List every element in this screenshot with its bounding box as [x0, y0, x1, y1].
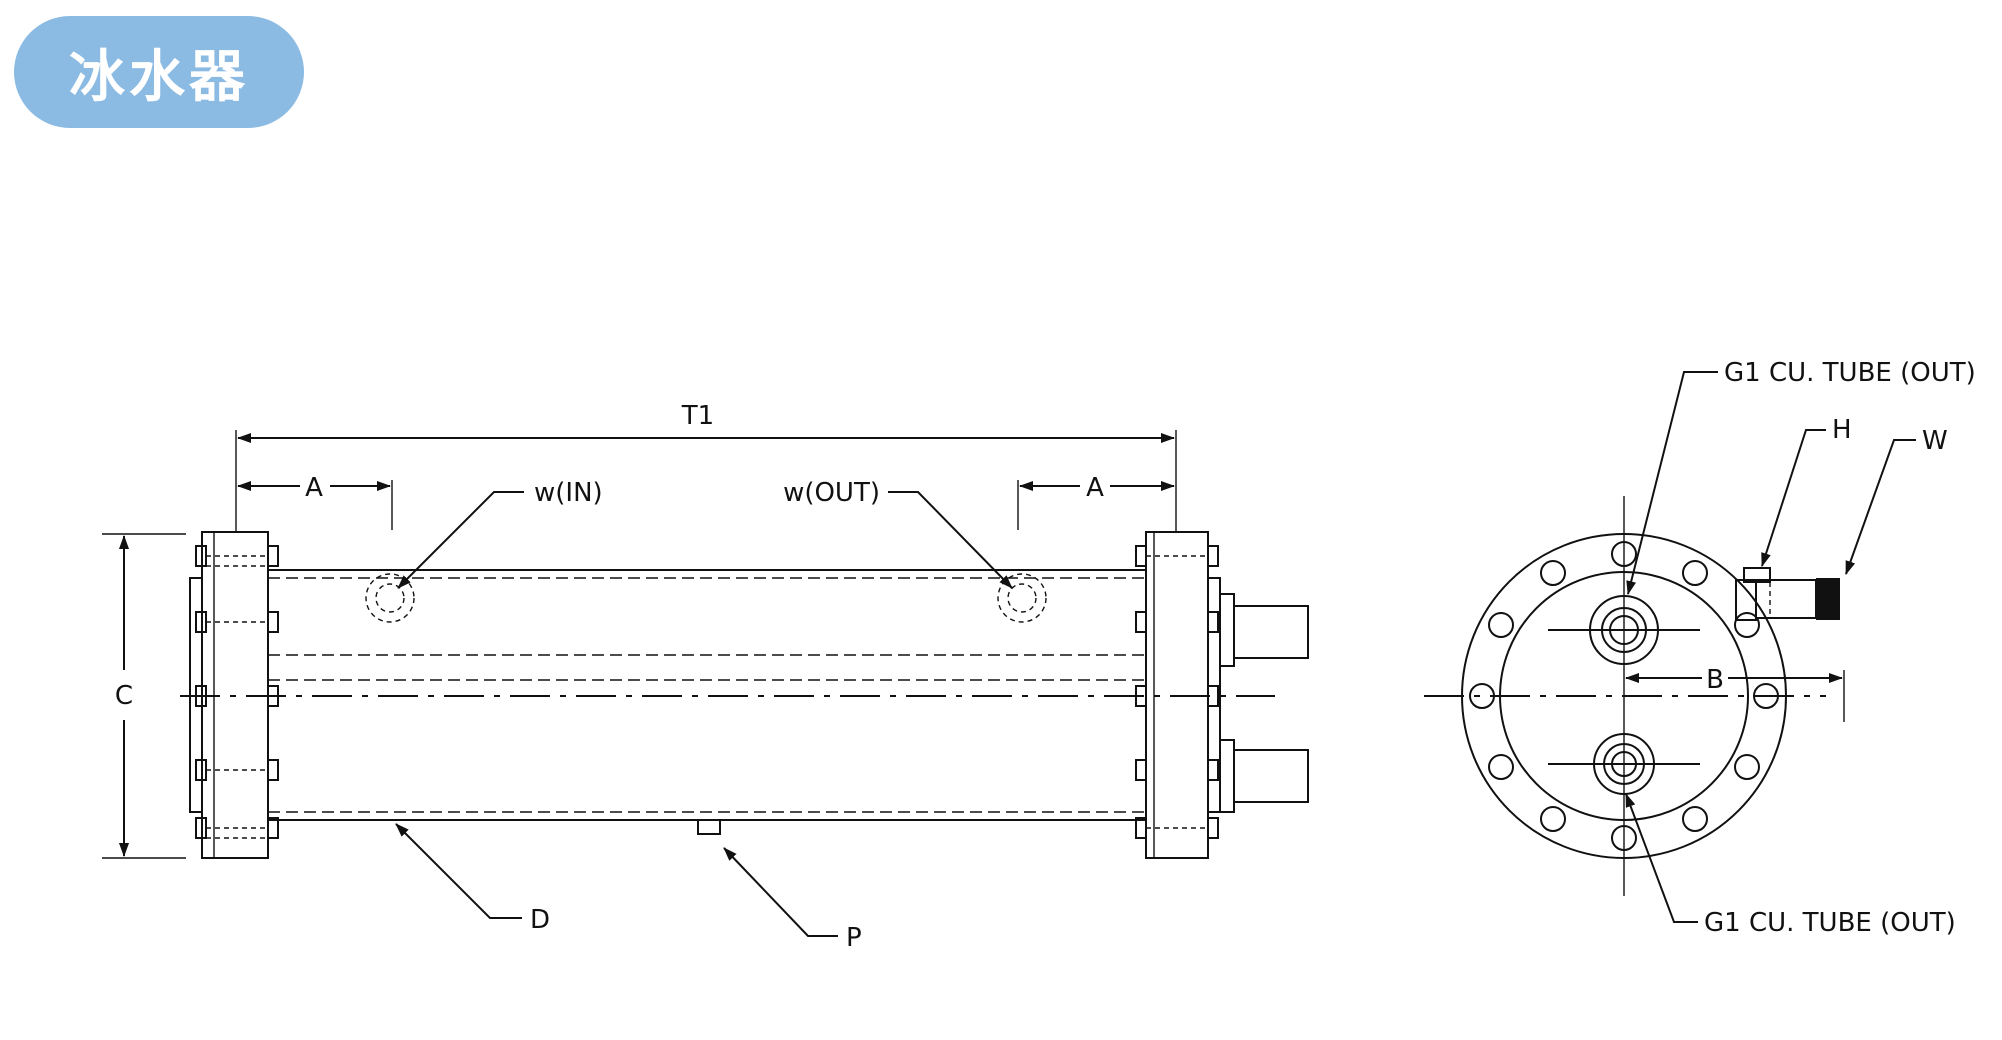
- label-d: D: [530, 905, 550, 935]
- label-b: B: [1706, 665, 1724, 695]
- page-title: 冰水器: [69, 44, 249, 110]
- leader-h: [1761, 429, 1826, 567]
- leader-tube-top: [1626, 371, 1718, 595]
- left-flange-bolts: [195, 545, 279, 839]
- end-view: B G1 CU. TUBE (OUT) G1 CU. TUBE (OUT) H …: [1424, 358, 1976, 938]
- right-flange-bolts: [1135, 545, 1219, 839]
- top-tube-port: [1548, 595, 1700, 665]
- label-w: W: [1922, 426, 1948, 456]
- bottom-tube-port: [1548, 733, 1700, 795]
- title-badge: 冰水器: [14, 16, 304, 128]
- label-tube-top: G1 CU. TUBE (OUT): [1724, 358, 1976, 388]
- label-a-right: A: [1086, 473, 1104, 503]
- label-h: H: [1832, 415, 1852, 445]
- leader-d: [395, 823, 522, 919]
- label-t1: T1: [681, 401, 714, 431]
- leader-tube-bottom: [1625, 793, 1698, 923]
- label-w-in: w(IN): [534, 478, 603, 508]
- water-outlet-nozzle: [997, 573, 1047, 623]
- leader-w-out: [888, 491, 1013, 589]
- label-a-left: A: [305, 473, 323, 503]
- leader-w: [1845, 439, 1916, 575]
- water-inlet-nozzle: [365, 573, 415, 623]
- drain-port: [697, 819, 721, 835]
- outlet-tubes: [1219, 593, 1309, 813]
- label-p: P: [846, 923, 862, 953]
- label-tube-bottom: G1 CU. TUBE (OUT): [1704, 908, 1956, 938]
- black-fitting: [1816, 578, 1840, 620]
- side-water-nozzle: [1735, 567, 1840, 621]
- label-c: C: [115, 681, 133, 711]
- label-w-out: w(OUT): [783, 478, 880, 508]
- side-view: T1 A A C w(IN) w(OUT) D P: [102, 401, 1309, 953]
- leader-w-in: [397, 491, 524, 589]
- leader-p: [723, 847, 838, 937]
